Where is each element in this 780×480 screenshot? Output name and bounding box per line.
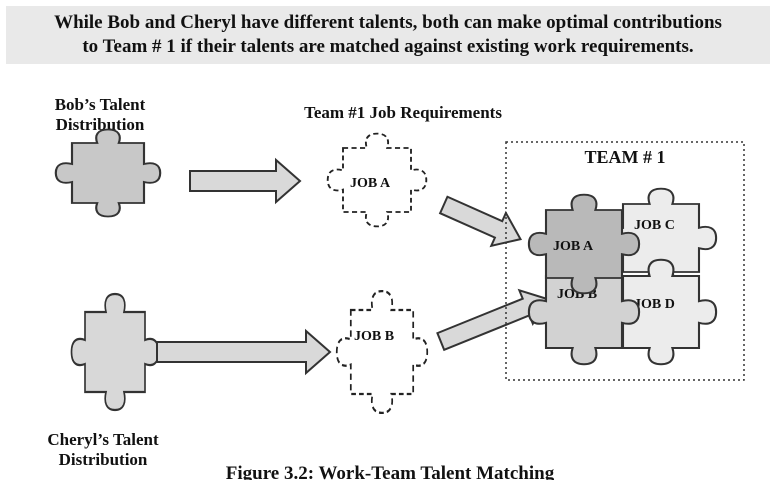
arrow-cheryl-to-job-b (156, 328, 332, 376)
team-job-a-piece: JOB A (527, 193, 641, 295)
arrow-job-a-to-team (438, 195, 523, 248)
header-line-2: to Team # 1 if their talents are matched… (82, 36, 694, 57)
bob-talent-piece (54, 128, 162, 218)
team-job-a-label: JOB A (553, 239, 594, 254)
bob-talent-label: Bob’s Talent Distribution (54, 95, 146, 134)
team-job-d-label: JOB D (634, 297, 675, 312)
job-b-requirement-label: JOB B (354, 329, 394, 344)
job-requirements-label: Team #1 Job Requirements (304, 103, 502, 122)
arrow-bob-to-job-a (189, 157, 302, 205)
cheryl-talent-piece (70, 292, 160, 412)
job-b-requirement-piece: JOB B (335, 289, 429, 415)
cheryl-talent-label: Cheryl’s Talent Distribution (47, 430, 159, 469)
figure-caption: Figure 3.2: Work-Team Talent Matching (225, 463, 555, 480)
team-title: TEAM # 1 (585, 147, 666, 167)
team-job-d-piece: JOB D (604, 258, 718, 366)
team-job-c-piece: JOB C (604, 187, 718, 289)
team-box: TEAM # 1 (505, 141, 745, 381)
header-banner: While Bob and Cheryl have different tale… (6, 6, 770, 64)
team-job-c-label: JOB C (634, 218, 675, 233)
header-line-1: While Bob and Cheryl have different tale… (54, 12, 722, 33)
job-a-requirement-label: JOB A (350, 176, 391, 191)
job-a-requirement-piece: JOB A (326, 132, 428, 228)
